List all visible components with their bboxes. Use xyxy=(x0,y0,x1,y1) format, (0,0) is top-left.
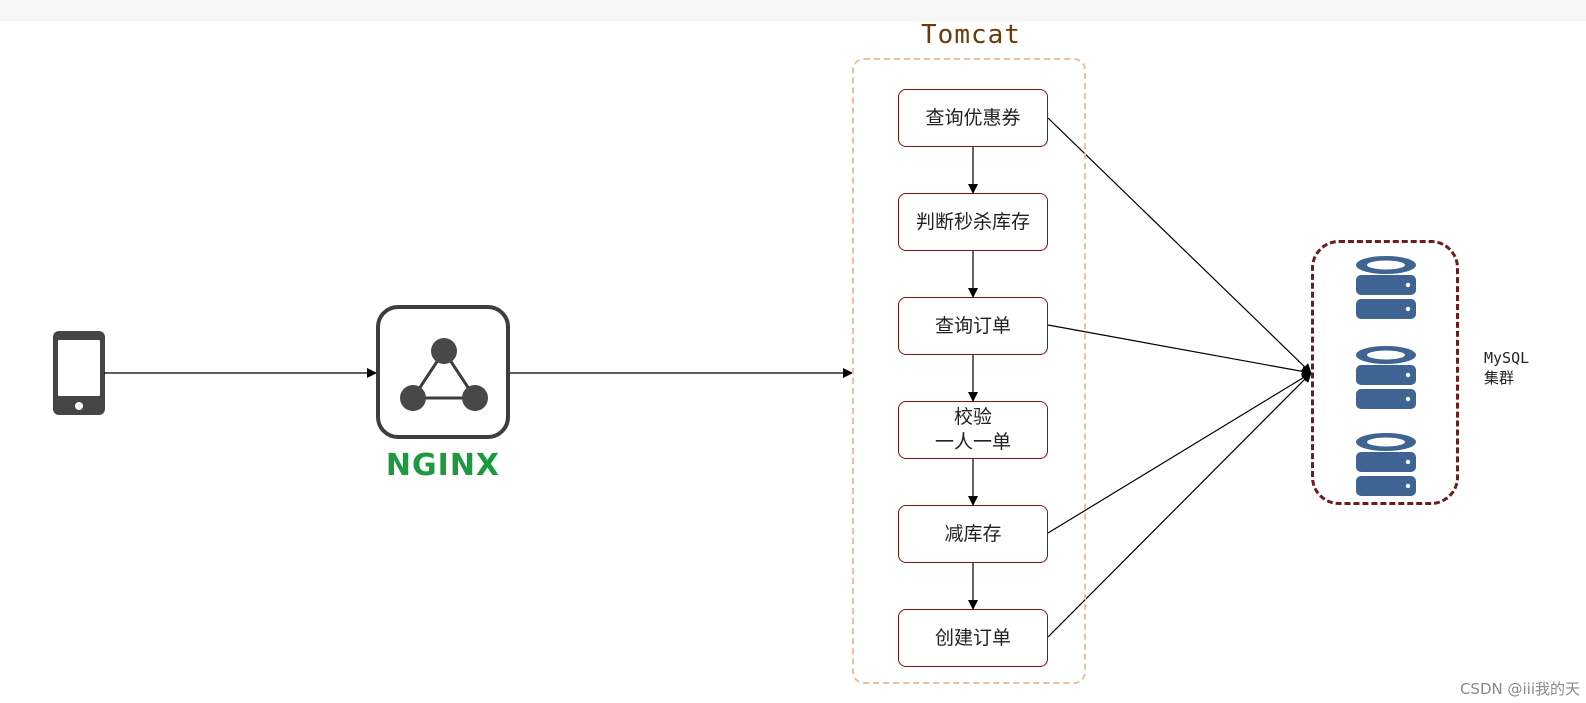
step-reduce-stock: 减库存 xyxy=(898,505,1048,563)
nginx-network-icon xyxy=(400,338,488,411)
phone-icon xyxy=(53,331,105,415)
nginx-label: NGINX xyxy=(385,448,501,483)
database-icon xyxy=(1356,346,1416,409)
edge-step3-mysql xyxy=(1047,324,1312,377)
edge-step1-mysql xyxy=(1047,117,1312,374)
tomcat-container xyxy=(852,58,1086,684)
step-query-order: 查询订单 xyxy=(898,297,1048,355)
watermark: CSDN @iii我的天 xyxy=(1459,680,1580,698)
edge-step5-mysql xyxy=(1047,372,1312,534)
database-icon xyxy=(1356,433,1416,496)
step-one-per-user: 校验 一人一单 xyxy=(898,401,1048,459)
step-create-order: 创建订单 xyxy=(898,609,1048,667)
step-query-coupon: 查询优惠券 xyxy=(898,89,1048,147)
edge-step6-mysql xyxy=(1047,372,1312,638)
mysql-cluster-container xyxy=(1311,240,1459,505)
database-icon xyxy=(1356,256,1416,319)
top-bar xyxy=(0,0,1586,21)
nginx-logo xyxy=(376,305,510,439)
mysql-cluster-label: MySQL 集群 xyxy=(1484,349,1530,387)
step-check-stock: 判断秒杀库存 xyxy=(898,193,1048,251)
tomcat-title: Tomcat xyxy=(921,20,1021,50)
